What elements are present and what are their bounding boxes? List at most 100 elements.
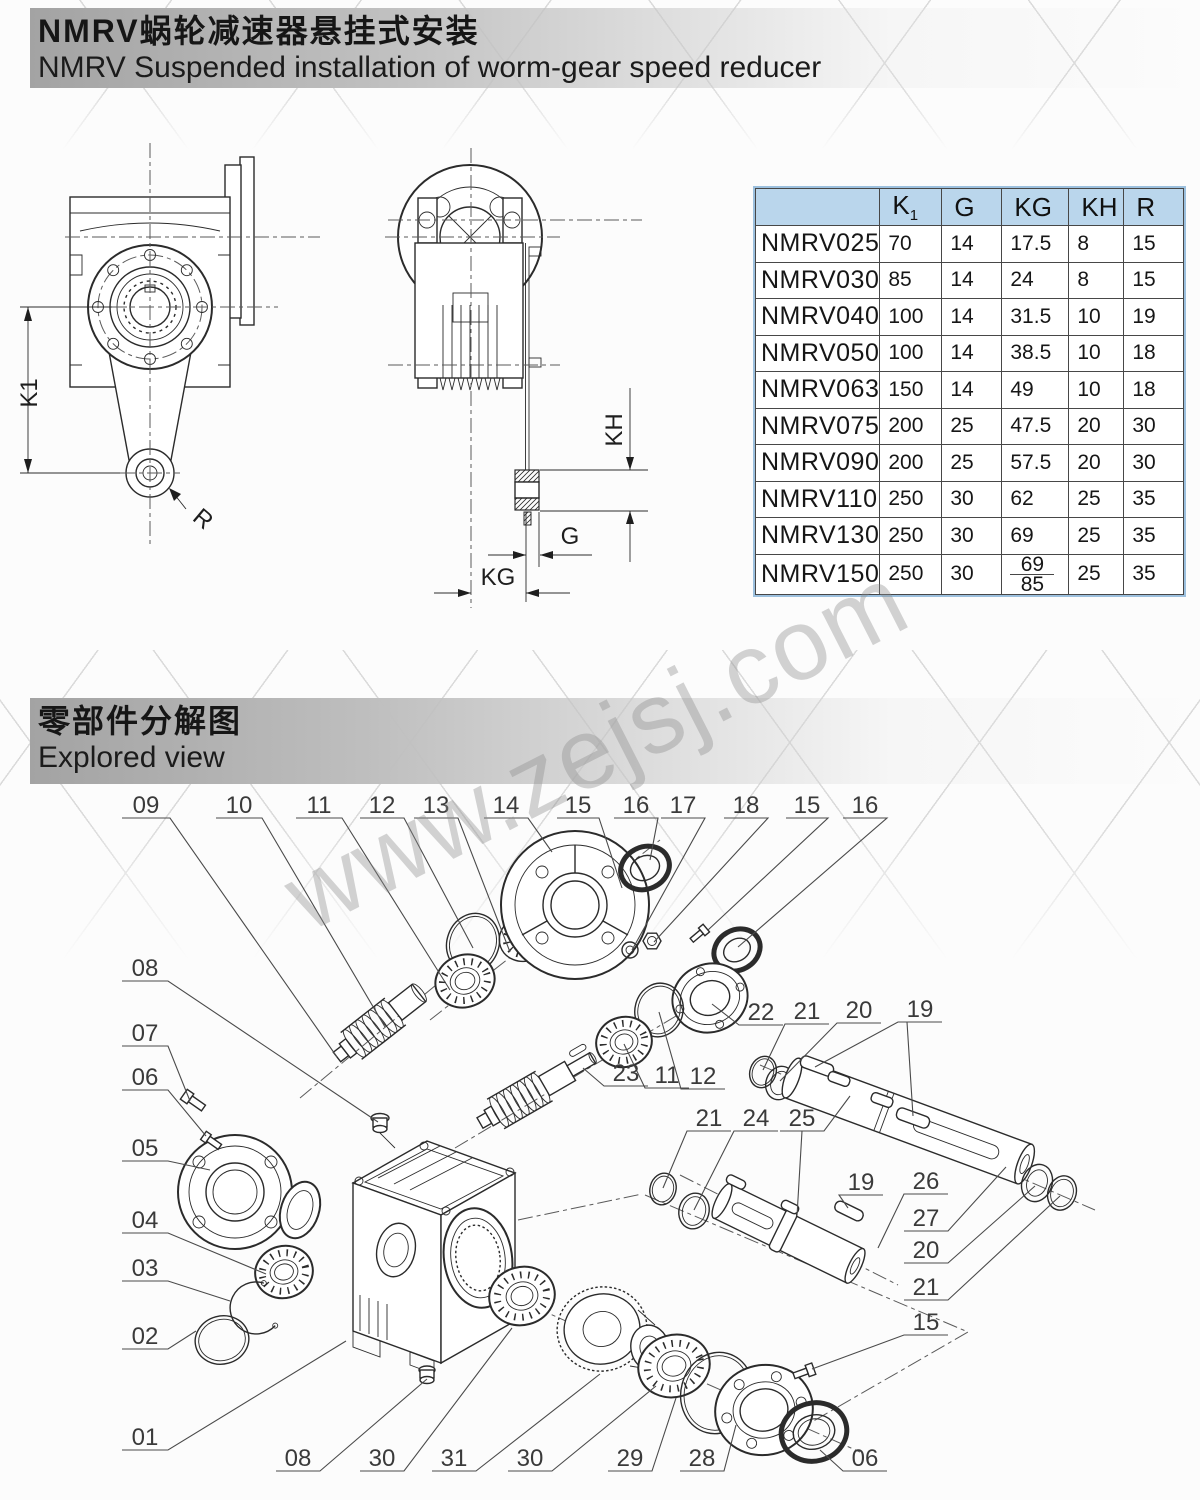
part-label: 03 [132, 1255, 159, 1282]
side-view-geometry [385, 148, 642, 608]
part-label: 02 [132, 1323, 159, 1350]
section1-title-en: NMRV Suspended installation of worm-gear… [38, 51, 822, 84]
part-label: 28 [689, 1445, 716, 1472]
part-label: 23 [613, 1060, 640, 1087]
ring-21a [748, 1055, 778, 1089]
ring-02 [194, 1315, 250, 1365]
front-view-geometry [58, 143, 320, 545]
key-19b [895, 1107, 931, 1129]
section2-title-bar: 零部件分解图 Explored view [30, 698, 1180, 784]
part-label: 13 [423, 792, 450, 819]
col-header-k1: K1 [879, 188, 943, 226]
part-label: 11 [655, 1062, 680, 1089]
dim-k1-label: K1 [16, 378, 43, 407]
col-header-r: R [1123, 188, 1185, 226]
part-label: 30 [369, 1445, 396, 1472]
dim-g-label: G [561, 523, 580, 550]
plug-bolt-07 [179, 1088, 207, 1112]
oil-seal-16b [711, 926, 763, 974]
part-label: 20 [913, 1237, 940, 1264]
part-label: 18 [733, 792, 760, 819]
ring-20b [1020, 1163, 1054, 1203]
part-label: 27 [913, 1205, 940, 1232]
part-label: 21 [794, 998, 821, 1025]
part-label: 21 [696, 1105, 723, 1132]
bolt-15 [689, 923, 711, 944]
key-B1 [725, 1174, 747, 1190]
part-label: 26 [913, 1168, 940, 1195]
ring-21b [649, 1172, 677, 1206]
part-label: 14 [493, 792, 520, 819]
part-label: 12 [690, 1063, 717, 1090]
bearing-11b [595, 1015, 653, 1069]
part-label: 07 [132, 1020, 159, 1047]
section1-title-zh: NMRV蜗轮减速器悬挂式安装 [38, 13, 480, 49]
section1-title-bar: NMRV蜗轮减速器悬挂式安装 NMRV Suspended installati… [30, 8, 1180, 88]
circlip-21c [1046, 1175, 1078, 1211]
leader-lines [122, 817, 1061, 1472]
bolt-06 [199, 1130, 223, 1151]
key-B2 [780, 1199, 800, 1215]
exploded-view-drawing: 09 10 11 12 13 14 15 16 17 18 15 16 08 0… [122, 792, 1096, 1472]
part-label: 24 [743, 1105, 770, 1132]
part-label: 31 [441, 1445, 468, 1472]
part-number-labels: 09 10 11 12 13 14 15 16 17 18 15 16 08 0… [132, 792, 940, 1472]
part-label: 09 [133, 792, 160, 819]
worm-shaft-23 [476, 1043, 597, 1130]
bearing-flange-22 [671, 962, 749, 1034]
circlip-03 [229, 1280, 279, 1335]
part-label: 06 [132, 1064, 159, 1091]
part-label: 19 [848, 1169, 875, 1196]
front-view-drawing: K1 R [16, 143, 320, 545]
section2-title-zh: 零部件分解图 [38, 703, 243, 739]
oil-seal-06 [778, 1400, 850, 1464]
output-flange [714, 1363, 814, 1457]
gear-housing-01 [351, 1112, 517, 1385]
part-label: 21 [913, 1274, 940, 1301]
dim-kh-label: KH [601, 413, 628, 446]
key-25b [870, 1091, 894, 1109]
part-label: 06 [852, 1445, 879, 1472]
key-19c [834, 1200, 864, 1222]
section2-title-en: Explored view [38, 741, 225, 774]
part-label: 19 [907, 996, 934, 1023]
col-header-model [754, 188, 881, 226]
drain-plug-08 [418, 1365, 436, 1385]
part-label: 15 [913, 1309, 940, 1336]
col-header-g: G [941, 188, 1003, 226]
oil-seal-16 [618, 843, 672, 893]
col-header-kg: KG [1001, 188, 1070, 226]
part-label: 20 [846, 997, 873, 1024]
part-label: 04 [132, 1207, 159, 1234]
breather-plug-08 [370, 1112, 396, 1149]
part-label: 15 [794, 792, 821, 819]
part-label: 08 [132, 955, 159, 982]
part-label: 08 [285, 1445, 312, 1472]
part-label: 16 [852, 792, 879, 819]
side-view-drawing: KH G KG [385, 148, 648, 608]
bearing-11 [434, 953, 496, 1009]
part-label: 16 [623, 792, 650, 819]
exploded-parts [177, 830, 1078, 1464]
part-label: 15 [565, 792, 592, 819]
part-label: 29 [617, 1445, 644, 1472]
part-label: 01 [132, 1424, 159, 1451]
part-label: 30 [517, 1445, 544, 1472]
key-25a [827, 1070, 851, 1088]
input-flange-05 [177, 1134, 322, 1250]
washer-17 [621, 941, 639, 959]
part-label: 22 [748, 999, 775, 1026]
worm-shaft-10 [332, 983, 427, 1063]
nut-18 [642, 932, 662, 950]
